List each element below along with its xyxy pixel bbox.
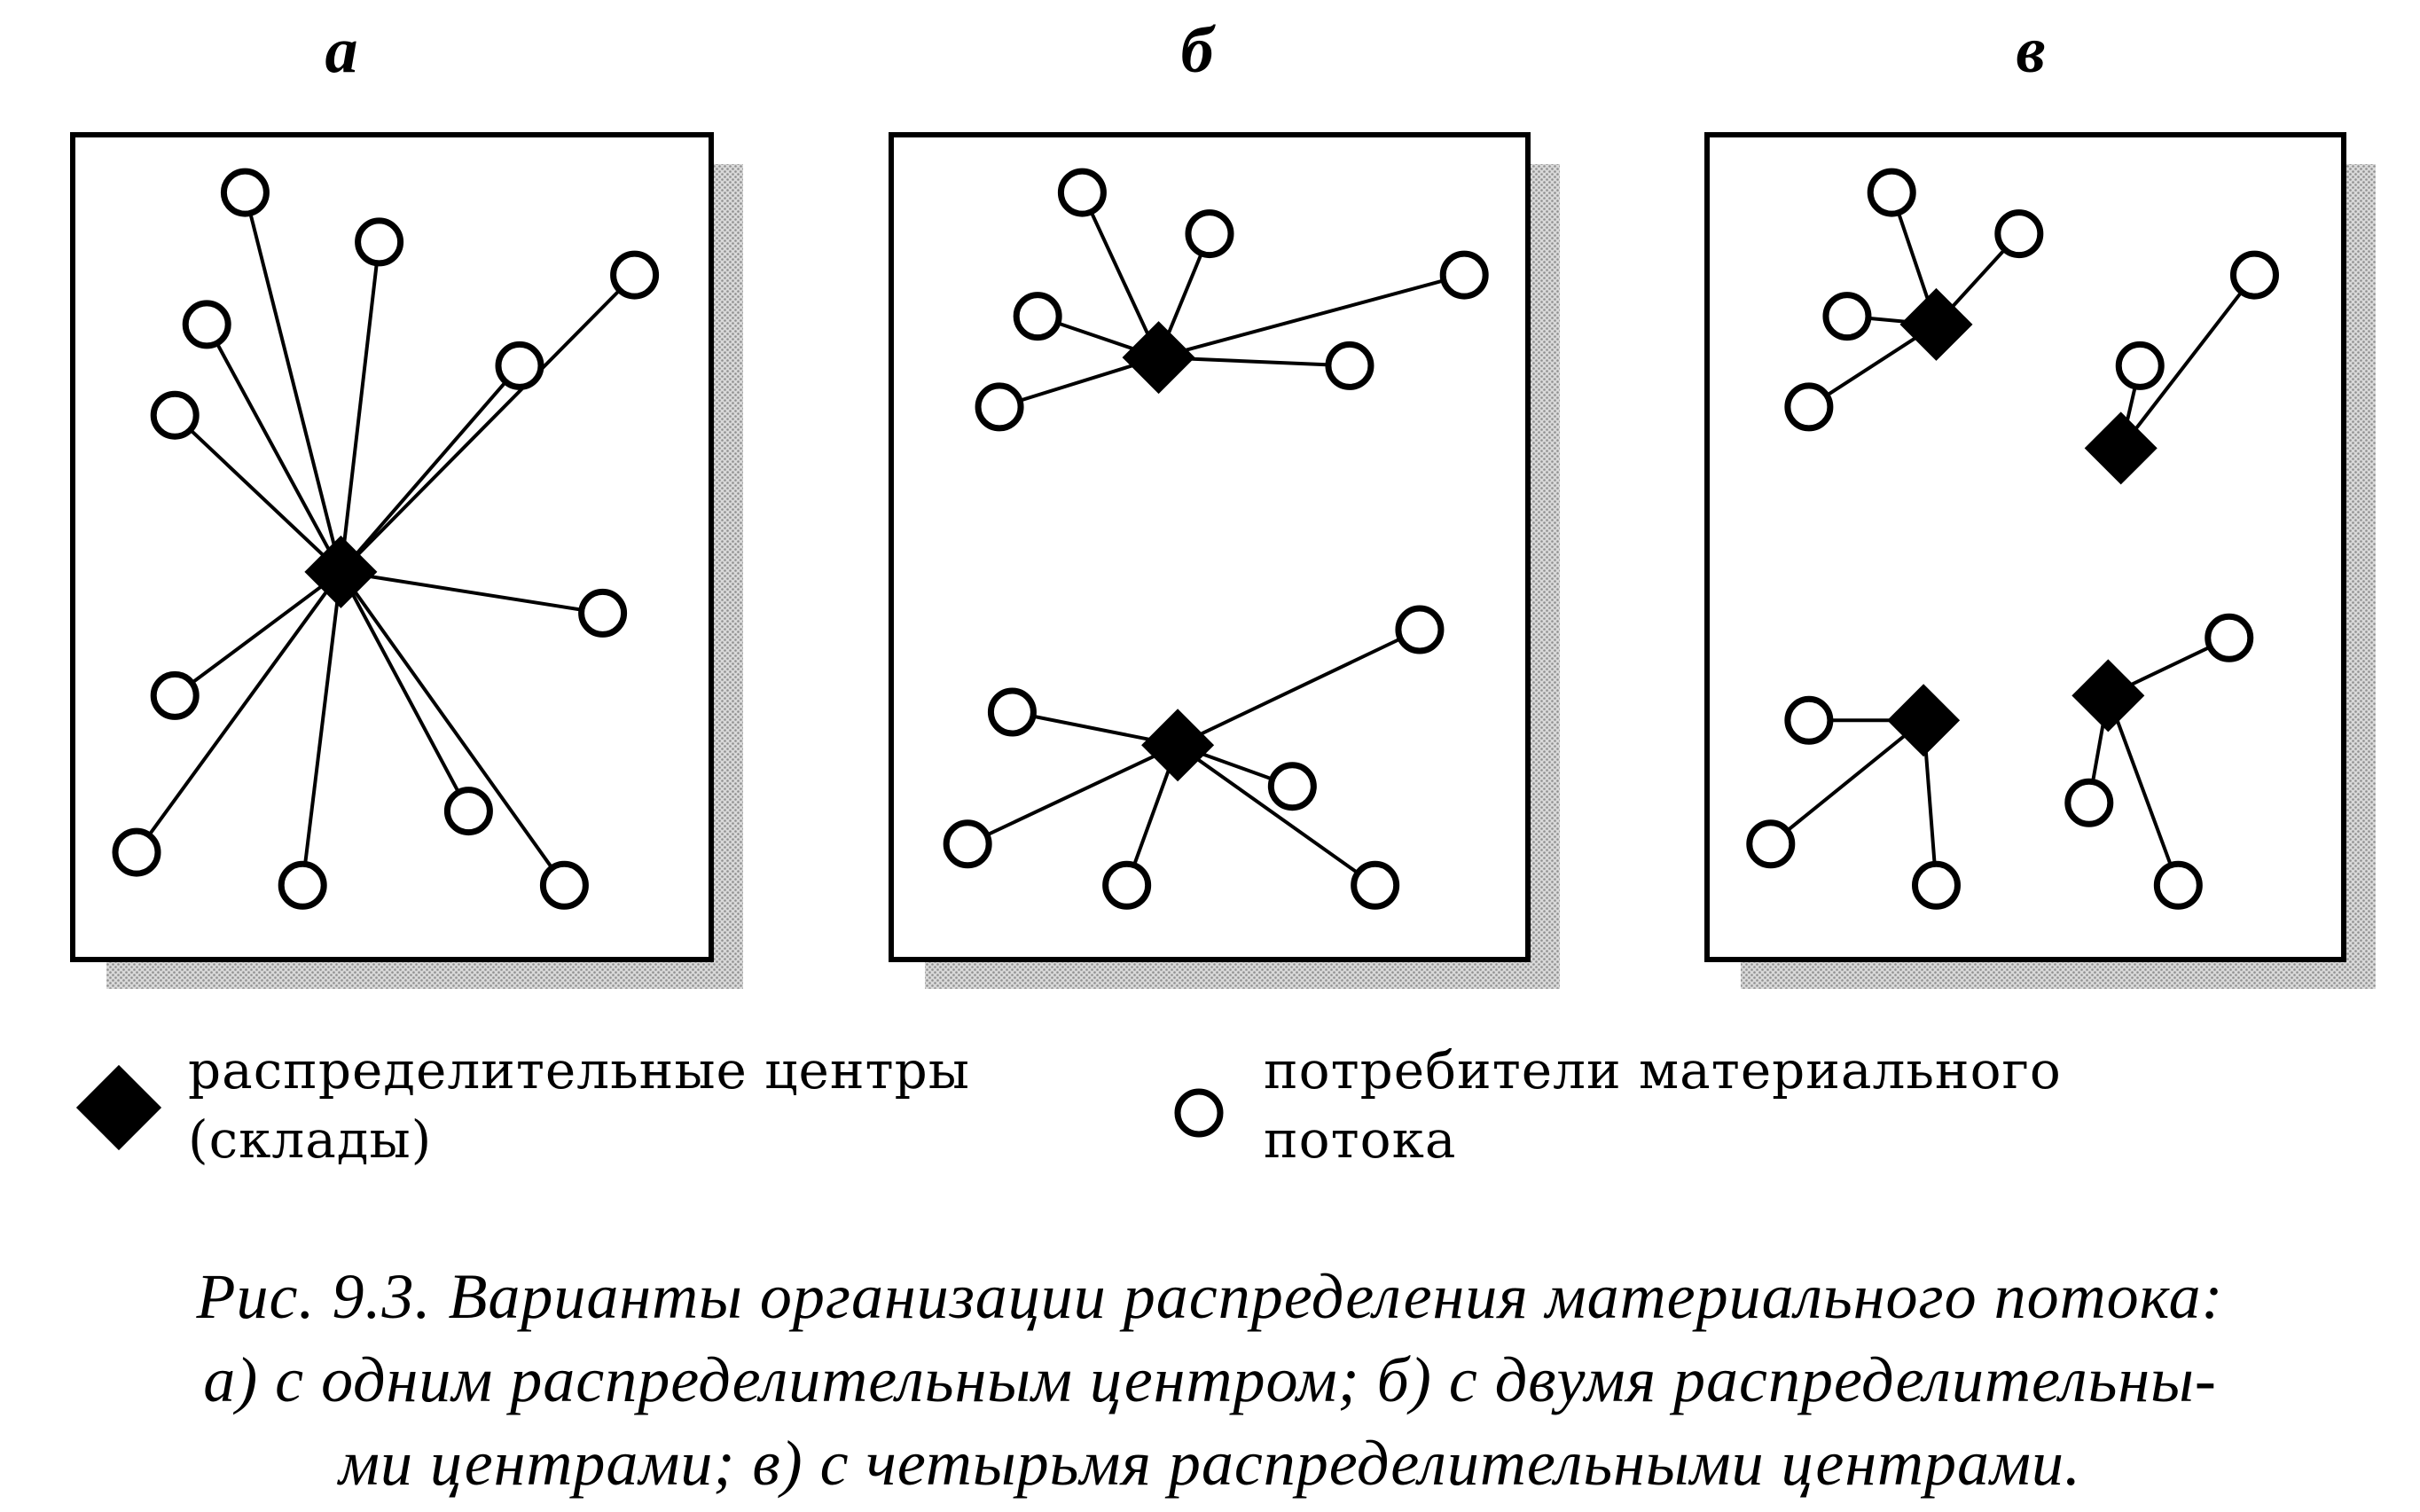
- panel-v-centers: [1887, 287, 2158, 757]
- panel-a-consumers: [112, 168, 660, 910]
- distribution-center-v-2: [2084, 411, 2158, 485]
- consumer-node-b-9: [1267, 762, 1317, 811]
- legend-centers-line1: распределительные центры: [188, 1040, 970, 1101]
- panel-a-frame: [70, 132, 714, 962]
- consumer-node-a-10: [278, 860, 327, 910]
- panel-letter-a: а: [325, 14, 358, 87]
- distribution-center-v-1: [1899, 287, 1973, 361]
- panel-b-frame: [889, 132, 1531, 962]
- panel-a: [70, 132, 743, 989]
- flow-line-b-12: [1176, 743, 1376, 887]
- consumer-node-a-4: [150, 390, 200, 440]
- flow-line-a-6: [339, 273, 637, 574]
- consumer-node-v-12: [2153, 860, 2203, 910]
- distribution-center-b-1: [1122, 321, 1195, 395]
- flow-line-b-5: [1158, 273, 1465, 360]
- figure-caption: Рис. 9.3. Варианты организации распредел…: [53, 1255, 2367, 1505]
- panel-b-centers: [1122, 321, 1215, 782]
- flow-line-a-8: [174, 570, 342, 698]
- caption-line-1: Рис. 9.3. Варианты организации распредел…: [196, 1261, 2224, 1332]
- flow-line-b-10: [967, 743, 1179, 846]
- consumer-node-a-2: [355, 217, 404, 267]
- legend-centers-label: распределительные центры (склады): [188, 1036, 970, 1174]
- consumer-node-v-10: [2205, 613, 2254, 662]
- consumer-node-b-4: [975, 382, 1024, 432]
- consumer-node-b-12: [1351, 860, 1400, 910]
- consumer-node-v-5: [2115, 341, 2165, 390]
- panel-v-consumers: [1746, 168, 2279, 910]
- panel-a-centers: [304, 535, 378, 608]
- consumer-node-a-1: [220, 168, 270, 217]
- legend-consumer-icon: [1174, 1088, 1224, 1138]
- consumer-node-v-7: [1784, 695, 1834, 745]
- consumer-node-v-3: [1822, 292, 1872, 341]
- consumer-node-a-7: [578, 588, 628, 638]
- flow-line-b-8: [1177, 628, 1421, 748]
- panel-v: [1704, 132, 2376, 989]
- consumer-node-v-1: [1867, 168, 1916, 217]
- consumer-node-b-6: [1325, 341, 1374, 390]
- flow-line-a-1: [243, 192, 343, 573]
- panel-a-edges: [135, 192, 637, 887]
- consumer-node-v-9: [1911, 860, 1961, 910]
- legend-centers-line2: (склады): [188, 1109, 433, 1170]
- legend-center-icon: [75, 1064, 162, 1151]
- consumer-node-a-5: [495, 341, 544, 390]
- distribution-center-v-4: [2071, 659, 2145, 732]
- consumer-node-v-2: [1994, 209, 2044, 259]
- consumer-node-v-4: [1784, 382, 1834, 432]
- flow-line-a-2: [339, 241, 381, 573]
- distribution-center-v-3: [1887, 684, 1961, 757]
- consumer-node-a-12: [539, 860, 589, 910]
- flow-line-v-8: [1769, 718, 1925, 846]
- consumer-node-a-9: [112, 827, 161, 877]
- distribution-center-b-2: [1141, 709, 1215, 782]
- flow-line-v-12: [2106, 694, 2181, 886]
- consumer-node-v-11: [2064, 778, 2114, 827]
- consumer-node-v-6: [2229, 250, 2279, 300]
- flow-line-a-3: [205, 323, 343, 573]
- flow-line-a-12: [339, 570, 567, 887]
- consumer-node-b-7: [987, 687, 1037, 737]
- consumer-node-b-11: [1102, 860, 1152, 910]
- consumer-node-b-3: [1013, 292, 1062, 341]
- consumer-node-b-8: [1395, 605, 1445, 654]
- consumer-node-a-8: [150, 670, 200, 720]
- consumer-node-a-11: [443, 787, 493, 836]
- flow-line-a-10: [301, 571, 343, 886]
- consumer-node-b-2: [1185, 209, 1234, 259]
- flow-line-a-5: [339, 364, 521, 574]
- flow-line-v-6: [2119, 273, 2257, 450]
- consumer-node-a-3: [182, 300, 231, 349]
- legend-consumers-line1: потребители материального: [1264, 1040, 2062, 1101]
- flow-line-a-7: [341, 569, 603, 615]
- flow-line-a-4: [173, 413, 342, 574]
- legend-consumers-label: потребители материального потока: [1264, 1036, 2062, 1174]
- flow-line-a-11: [339, 570, 471, 812]
- caption-line-2: а) с одним распределительным центром; б)…: [203, 1344, 2217, 1415]
- consumer-node-b-5: [1439, 250, 1489, 300]
- flow-line-a-9: [135, 570, 343, 854]
- consumer-node-b-10: [943, 819, 992, 869]
- legend-consumers-line2: потока: [1264, 1109, 1457, 1170]
- consumer-node-v-8: [1746, 819, 1796, 869]
- consumer-node-b-1: [1057, 168, 1107, 217]
- panel-b-consumers: [943, 168, 1489, 910]
- consumer-node-a-6: [610, 250, 660, 300]
- distribution-center-a-1: [304, 535, 378, 608]
- flow-line-b-1: [1080, 192, 1161, 358]
- caption-line-3: ми центрами; в) с четырьмя распределител…: [339, 1428, 2081, 1499]
- panel-b: [889, 132, 1560, 989]
- panel-letter-v: в: [2016, 14, 2046, 87]
- panel-letter-b: б: [1180, 14, 1214, 87]
